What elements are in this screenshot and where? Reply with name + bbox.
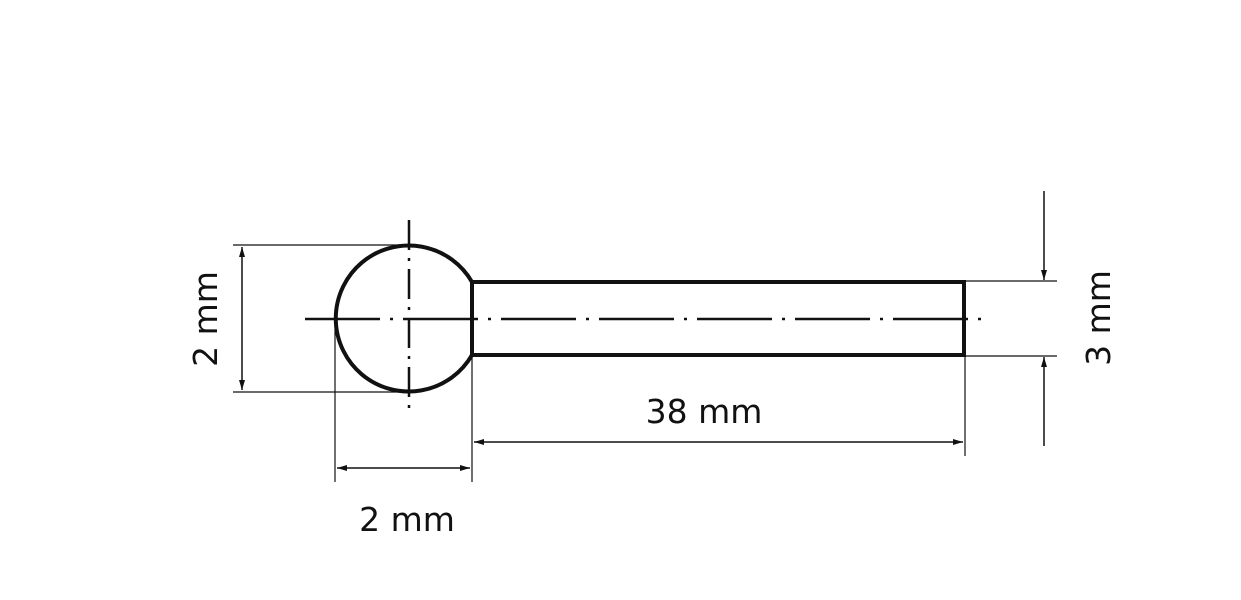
dimension-label-head-length: 2 mm [359,500,455,539]
dimension-label-shank-diameter: 3 mm [1079,270,1118,366]
dimension-label-head-height: 2 mm [186,271,225,367]
dimension-label-shank-length: 38 mm [646,392,763,431]
